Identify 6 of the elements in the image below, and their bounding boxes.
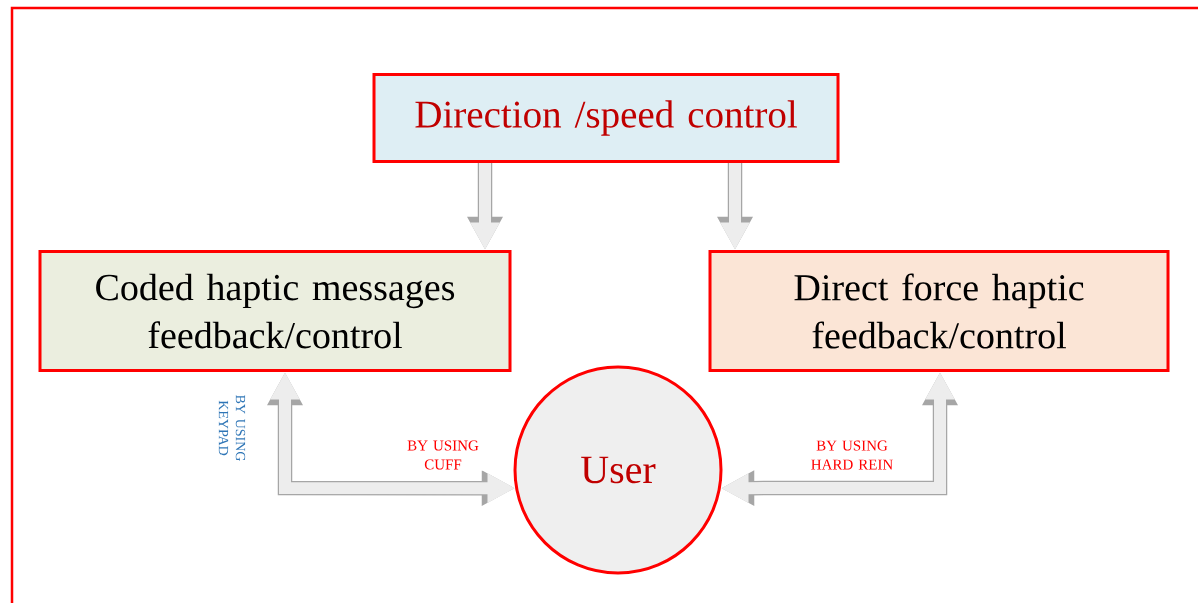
side-label: BY USING KEYPAD [218,394,246,461]
edge-label: BY USING HARD REIN [806,439,898,471]
edge-label: BY USING CUFF [397,439,489,471]
title-box: Direction /speed control [372,73,840,163]
process-box: Coded haptic messages feedback/control [38,250,512,372]
process-box: Direct force haptic feedback/control [708,250,1170,372]
